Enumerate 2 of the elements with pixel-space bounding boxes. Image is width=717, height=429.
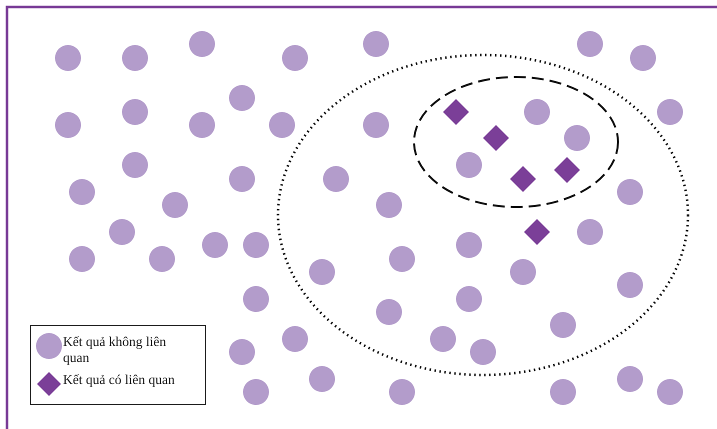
legend-label: Kết quả không liên quan <box>63 333 168 366</box>
legend-label: Kết quả có liên quan <box>63 371 176 388</box>
